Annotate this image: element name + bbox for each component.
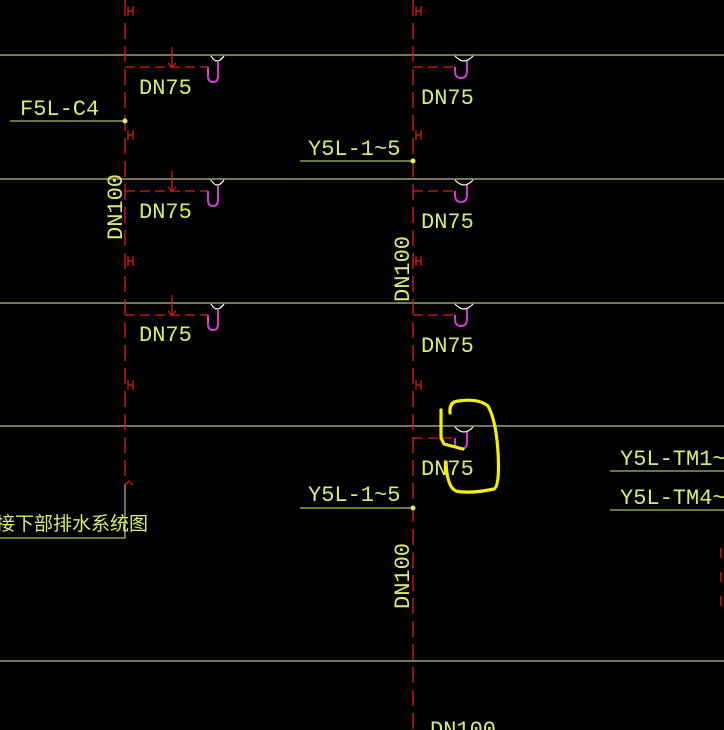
leader-f5l-c4: F5L-C4 [10,97,128,124]
floor-drain-fixture [454,55,474,62]
p-trap [454,60,468,80]
branch-riser-arrow [167,171,177,192]
pipe-size-label: DN75 [139,323,192,348]
p-trap [454,308,468,328]
cleanout-markers [127,6,422,390]
riser-bottom-bend [124,480,134,486]
cleanout-marker [127,6,134,16]
riser-pipes [124,0,414,730]
riser-size-label-right-upper: DN100 [391,236,416,302]
right-branch-floor-1: DN75 [413,55,474,111]
riser-tag-y5l-upper: Y5L-1~5 [308,137,400,162]
left-branch-floor-1: DN75 [125,47,225,101]
riser-tag-y5l-tm1: Y5L-TM1~2 [620,447,724,472]
p-trap [207,310,219,332]
riser-tag-y5l-lower: Y5L-1~5 [308,483,400,508]
pipe-size-label: DN75 [139,76,192,101]
floor-drain-fixture [210,303,225,310]
cleanout-marker [415,130,422,140]
riser-size-label-right-lower: DN100 [391,543,416,609]
riser-tag-f5l-c4: F5L-C4 [20,97,99,122]
riser-size-label-bottom: DN100 [430,718,496,730]
floor-lines [0,54,724,662]
cleanout-marker [415,6,422,16]
floor-drain-fixture [454,426,474,433]
p-trap [454,184,468,204]
branch-riser-arrow [167,295,177,316]
leader-y5l-upper: Y5L-1~5 [300,137,416,164]
floor-drain-fixture [454,179,474,186]
riser-tag-y5l-tm4: Y5L-TM4~6 [620,486,724,511]
highlight-markup [439,398,501,494]
pipe-size-label: DN75 [139,200,192,225]
floor-drain-fixture [454,303,474,310]
left-branch-floor-2: DN75 [125,171,225,225]
pipe-size-label: DN75 [421,86,474,111]
right-branch-floor-2: DN75 [413,179,474,235]
left-branch-floor-3: DN75 [125,295,225,348]
floor-drain-fixture [210,55,225,62]
cleanout-marker [415,256,422,266]
right-branch-floor-4: DN75 [413,426,474,482]
pipe-size-label: DN75 [421,334,474,359]
pipe-size-label: DN75 [421,210,474,235]
leader-y5l-tm: Y5L-TM1~2 Y5L-TM4~6 [610,447,724,511]
cleanout-marker [127,256,134,266]
lower-system-note: 接下部排水系统图 [0,485,148,539]
p-trap [207,62,219,84]
cleanout-marker [415,380,422,390]
p-trap [207,186,219,208]
cleanout-marker [127,380,134,390]
riser-size-label-left: DN100 [104,174,129,240]
right-branch-floor-3: DN75 [413,303,474,359]
leader-y5l-lower: Y5L-1~5 [300,483,416,511]
lower-system-note-text: 接下部排水系统图 [0,513,148,535]
branch-riser-arrow [167,47,177,68]
cleanout-marker [127,130,134,140]
floor-drain-fixture [210,179,225,186]
